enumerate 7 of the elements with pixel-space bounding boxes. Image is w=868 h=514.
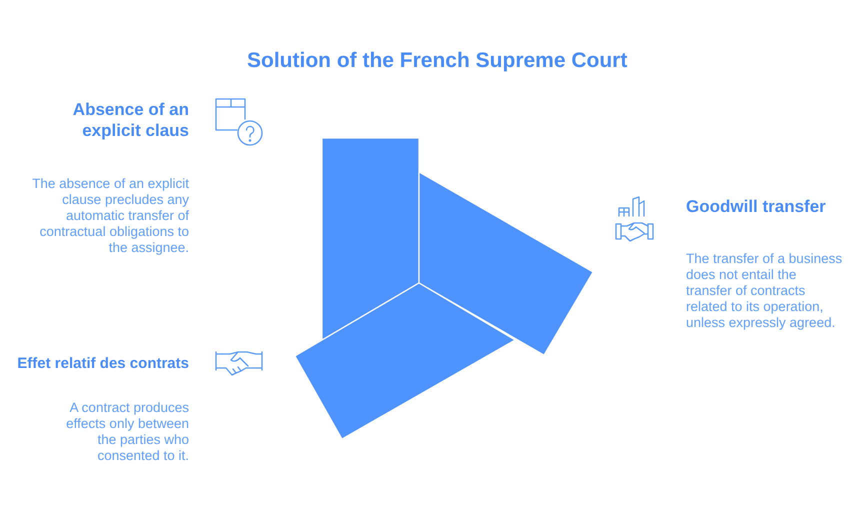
description-text: A contract produces effects only between the parties who consented to it.: [65, 400, 189, 464]
description-text: The transfer of a business does not entail the transfer of contracts related to its operation, unless expressly agreed.: [686, 251, 844, 331]
section-heading: Absence of an explicit claus: [72, 99, 189, 141]
section-heading: Goodwill transfer: [686, 196, 826, 217]
section-heading: Effet relatif des contrats: [17, 354, 189, 374]
description-text: The absence of an explicit clause precludes any automatic transfer of contractual obligations to the assignee.: [31, 176, 189, 256]
diagram-title: Solution of the French Supreme Court: [247, 48, 628, 74]
